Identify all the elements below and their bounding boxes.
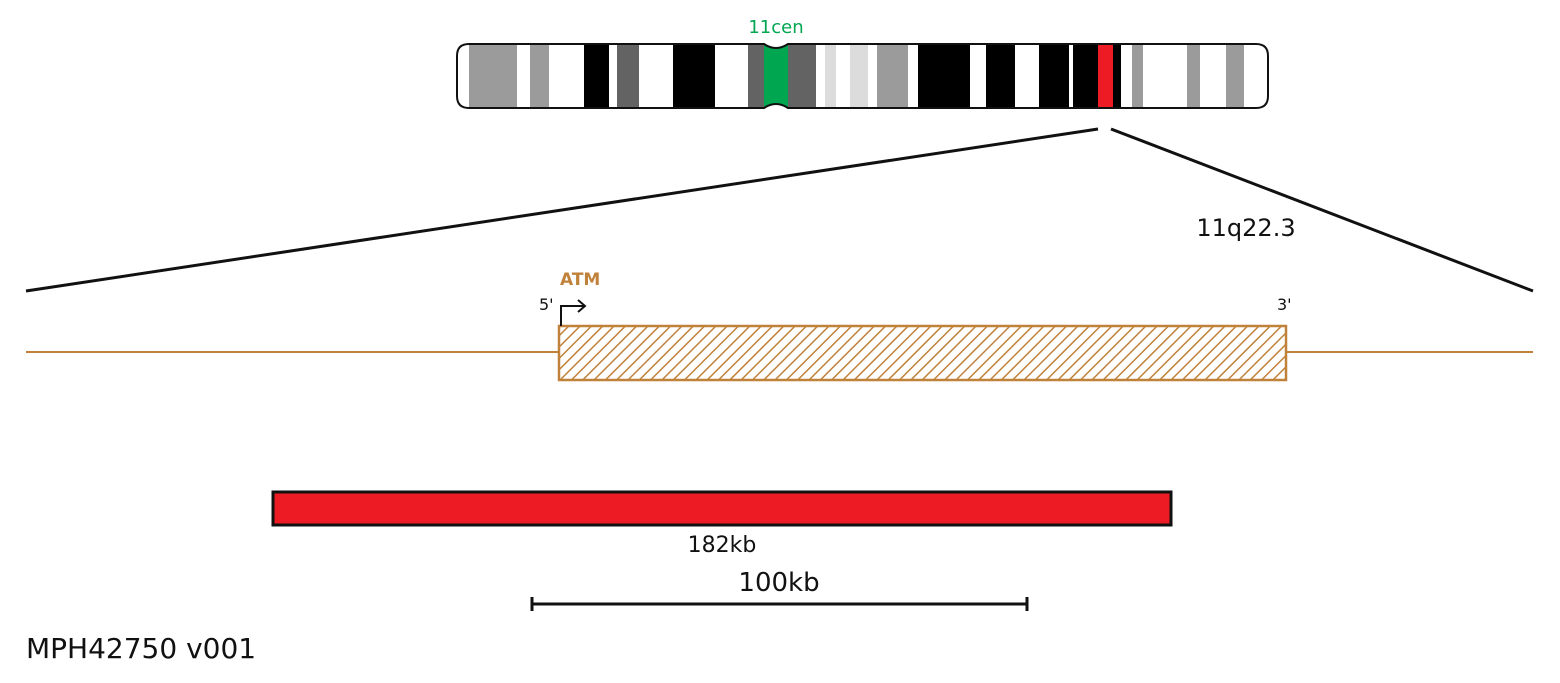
chromosome-outline [456, 43, 1269, 109]
band-q22-1 [1039, 44, 1069, 108]
band-p15-3 [530, 44, 549, 108]
zoom-line-left [25, 127, 1099, 293]
probe-bar [271, 490, 1173, 527]
chromosome-ideogram [456, 43, 1269, 109]
product-code-label: MPH42750 v001 [26, 632, 256, 665]
band-p14-3 [617, 44, 639, 108]
probe-size-label: 182kb [688, 533, 757, 558]
gene-track: ATM 5' 3' [26, 270, 1533, 382]
band-p14-1 [673, 44, 715, 108]
three-prime-label: 3' [1277, 295, 1292, 314]
band-q14 [918, 44, 970, 108]
centromere-label: 11cen [748, 17, 803, 38]
band-label: 11q22.3 [1196, 214, 1295, 242]
band-q23-2 [1132, 44, 1143, 108]
band-q13-2 [850, 44, 868, 108]
band-q13-4 [877, 44, 908, 108]
band-q24 [1187, 44, 1200, 108]
centromere-band [764, 44, 788, 108]
band-p15-5 [469, 44, 517, 108]
band-q12-3 [825, 44, 836, 108]
band-p15-1 [584, 44, 609, 108]
zoom-line-right [1110, 127, 1534, 293]
scale-bar [530, 597, 1029, 611]
five-prime-label: 5' [539, 295, 554, 314]
band-q21 [986, 44, 1015, 108]
band-q25 [1226, 44, 1244, 108]
band-q22-2 [1073, 44, 1098, 108]
scale-bar-label: 100kb [738, 568, 819, 598]
atm-gene-body [557, 324, 1288, 382]
transcription-start-arrow-icon [560, 299, 587, 326]
band-p11-2 [748, 44, 764, 108]
gene-name-label: ATM [560, 270, 600, 290]
band-q12-1 [788, 44, 816, 108]
band-q22-3-highlight [1098, 44, 1113, 108]
band-q23-1 [1113, 44, 1121, 108]
